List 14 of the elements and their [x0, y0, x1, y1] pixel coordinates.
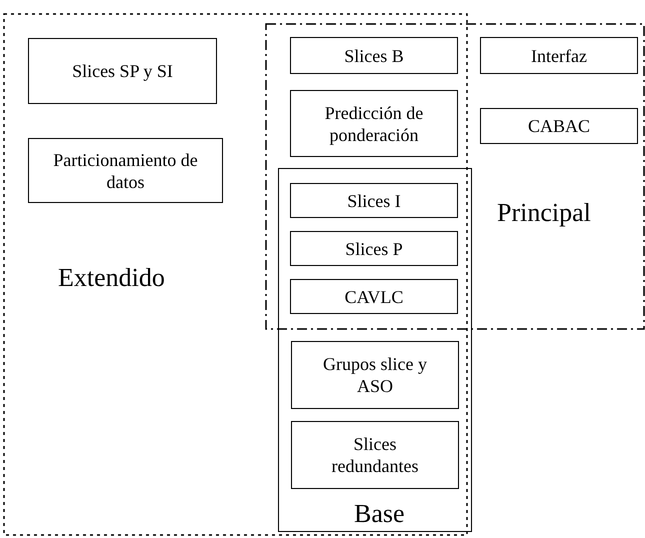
- feature-box: Slices SP y SI: [28, 38, 217, 104]
- feature-box: Predicción de ponderación: [290, 90, 458, 157]
- feature-box: Slices redundantes: [291, 421, 459, 489]
- feature-box: Grupos slice y ASO: [291, 341, 459, 409]
- feature-box: Particionamiento de datos: [28, 138, 223, 203]
- feature-box: Slices I: [290, 183, 458, 218]
- feature-box: Slices B: [290, 37, 458, 74]
- feature-box: CAVLC: [290, 279, 458, 314]
- region-title: Base: [354, 499, 405, 529]
- feature-box: CABAC: [480, 108, 638, 144]
- region-title: Principal: [497, 198, 591, 228]
- feature-box: Interfaz: [480, 37, 638, 74]
- region-title: Extendido: [58, 263, 165, 293]
- feature-box: Slices P: [290, 231, 458, 266]
